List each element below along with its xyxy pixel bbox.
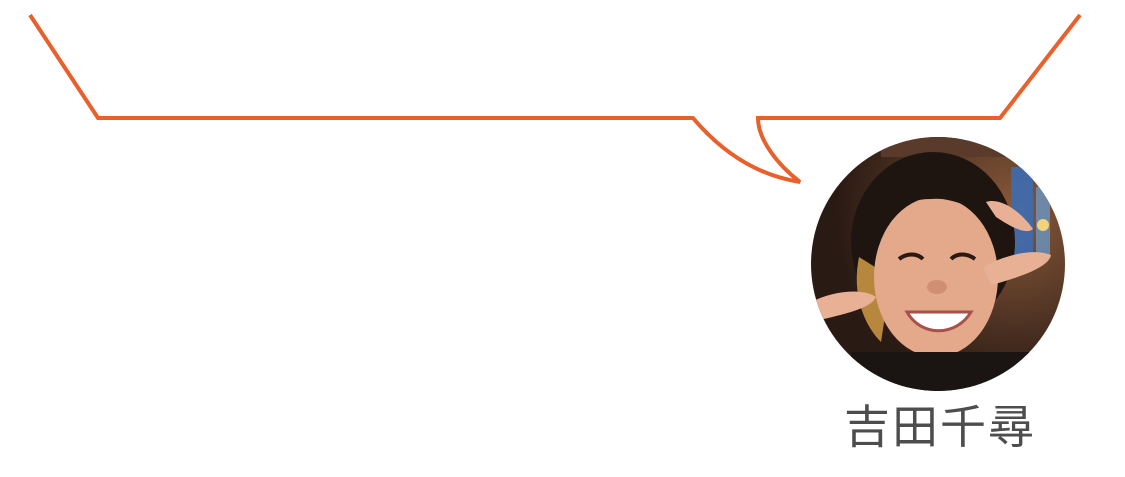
avatar [811,137,1065,391]
speaker-name: 吉田千尋 [844,400,1036,454]
speech-bubble-outline [28,13,1082,184]
speech-bubble [28,13,1082,184]
